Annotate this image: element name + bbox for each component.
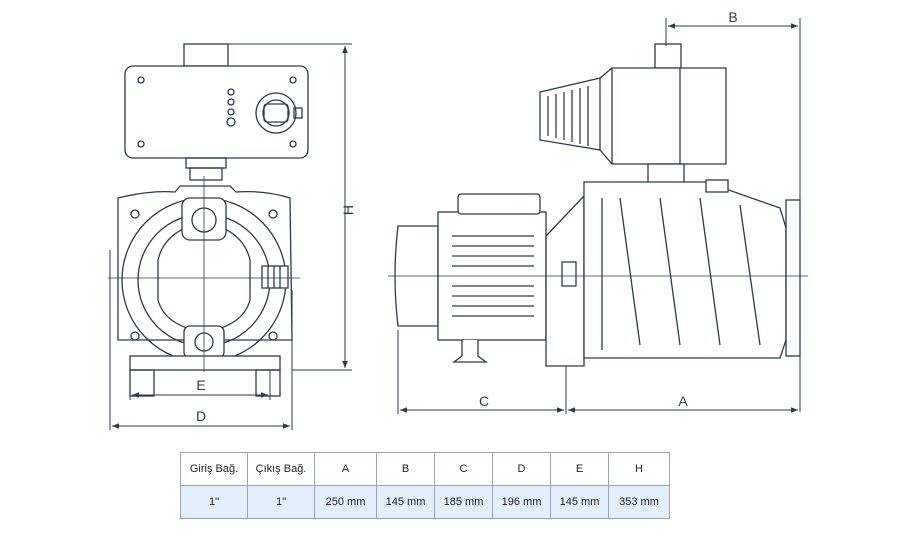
specification-table: Giriş Bağ. Çıkış Bağ. A B C D E H 1" 1" …	[180, 452, 670, 519]
pressure-controller-front	[124, 43, 309, 181]
pump-housing-side	[545, 179, 801, 367]
dimension-b	[665, 18, 801, 412]
header-e: E	[550, 452, 609, 486]
cell-a: 250 mm	[314, 485, 377, 519]
dimension-d-label: D	[196, 408, 206, 424]
header-b: B	[376, 452, 435, 486]
motor-side	[394, 193, 547, 363]
pressure-controller-side	[539, 43, 727, 195]
pump-side-view	[388, 43, 808, 367]
dimension-c-label: C	[479, 393, 489, 409]
pump-body-front	[117, 185, 293, 397]
cell-outlet: 1"	[247, 485, 315, 519]
dimension-e-label: E	[196, 377, 205, 393]
dimension-c	[397, 330, 567, 414]
cell-c: 185 mm	[434, 485, 493, 519]
dimension-e	[129, 370, 271, 400]
dimension-h	[228, 43, 352, 371]
pump-front-view	[108, 43, 309, 397]
header-d: D	[492, 452, 551, 486]
header-inlet: Giriş Bağ.	[180, 452, 248, 486]
header-a: A	[314, 452, 377, 486]
table-header-row: Giriş Bağ. Çıkış Bağ. A B C D E H	[180, 452, 670, 486]
header-c: C	[434, 452, 493, 486]
dimension-h-label: H	[340, 205, 356, 215]
cell-h: 353 mm	[608, 485, 670, 519]
header-h: H	[608, 452, 670, 486]
cell-e: 145 mm	[550, 485, 609, 519]
centerlines-front	[108, 176, 300, 372]
dimension-d	[109, 250, 293, 430]
dimension-a-label: A	[678, 393, 688, 409]
table-row: 1" 1" 250 mm 145 mm 185 mm 196 mm 145 mm…	[180, 485, 670, 519]
cell-b: 145 mm	[376, 485, 435, 519]
dimension-b-label: B	[728, 9, 737, 25]
header-outlet: Çıkış Bağ.	[247, 452, 315, 486]
cell-d: 196 mm	[492, 485, 551, 519]
cell-inlet: 1"	[180, 485, 248, 519]
